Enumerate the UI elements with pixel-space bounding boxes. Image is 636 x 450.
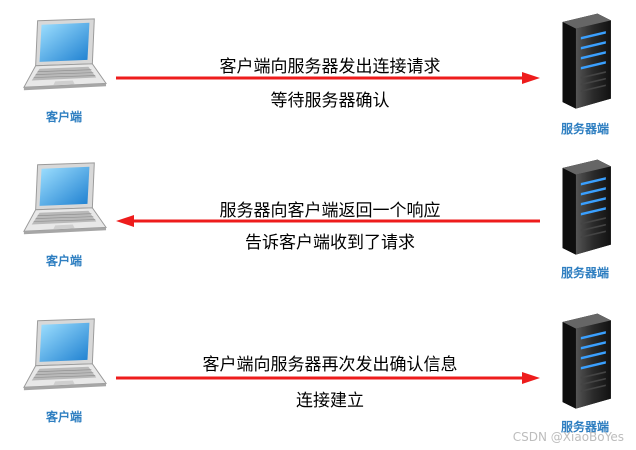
server-icon (550, 12, 620, 112)
server-label: 服务器端 (560, 266, 609, 280)
client-label: 客户端 (45, 110, 82, 124)
laptop-icon (20, 160, 108, 240)
client-label: 客户端 (45, 410, 82, 424)
server-label: 服务器端 (560, 122, 609, 136)
arrow-right (116, 72, 540, 84)
arrow-right (116, 372, 540, 384)
step-1-message-line1: 客户端向服务器发出连接请求 (219, 57, 441, 77)
step-2-message-line1: 服务器向客户端返回一个响应 (219, 201, 441, 221)
step-3-message-line1: 客户端向服务器再次发出确认信息 (202, 355, 458, 375)
arrow-left (116, 215, 540, 227)
step-3-message-line2: 连接建立 (296, 391, 364, 411)
handshake-step-2: 客户端 服务器向客户端返回一个响应 告诉客户端收到了请求 服务器端 (0, 148, 636, 298)
server-label: 服务器端 (560, 420, 609, 434)
laptop-icon (20, 316, 108, 396)
client-label: 客户端 (45, 254, 82, 268)
server-icon (550, 158, 620, 258)
laptop-icon (20, 16, 108, 96)
watermark: CSDN @XiaoBoYes (512, 430, 624, 444)
step-2-message-line2: 告诉客户端收到了请求 (245, 233, 415, 253)
handshake-step-1: 客户端 客户端向服务器发出连接请求 等待服务器确认 服务器端 (0, 0, 636, 150)
handshake-step-3: 客户端 客户端向服务器再次发出确认信息 连接建立 服务器端 (0, 300, 636, 450)
step-1-message-line2: 等待服务器确认 (270, 91, 390, 111)
server-icon (550, 312, 620, 412)
